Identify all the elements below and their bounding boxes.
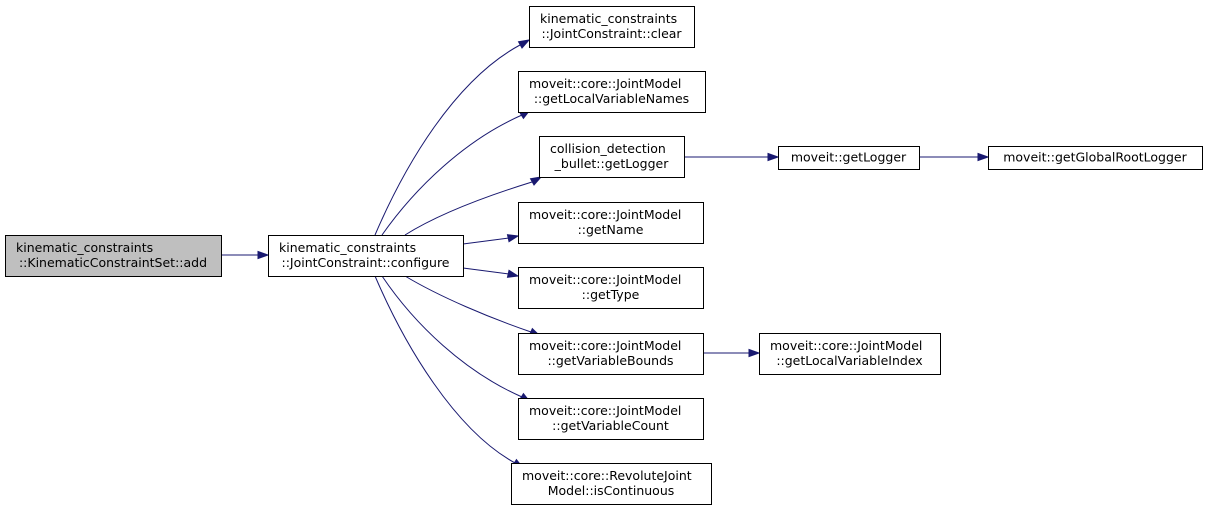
node-add[interactable]: kinematic_constraints::KinematicConstrai…: [5, 235, 222, 277]
node-label-line: ::KinematicConstraintSet::add: [19, 255, 207, 270]
node-isContinuous[interactable]: moveit::core::RevoluteJointModel::isCont…: [511, 463, 712, 505]
node-label-line: ::getType: [582, 287, 640, 302]
node-getType[interactable]: moveit::core::JointModel::getType: [518, 267, 704, 309]
node-label-line: moveit::core::JointModel: [529, 338, 681, 353]
node-box: [511, 463, 712, 505]
call-graph-nodes: kinematic_constraints::KinematicConstrai…: [5, 6, 1203, 505]
node-label-line: kinematic_constraints: [279, 240, 416, 255]
edge-configure-to-getLogger_bullet: [404, 176, 543, 236]
node-getLocalVariableIndex[interactable]: moveit::core::JointModel::getLocalVariab…: [759, 333, 941, 375]
edge-getLogger_bullet-to-getLogger: [684, 152, 780, 162]
node-getLogger_bullet[interactable]: collision_detection_bullet::getLogger: [539, 136, 685, 178]
node-getName[interactable]: moveit::core::JointModel::getName: [518, 202, 704, 244]
edge-add-to-configure: [221, 250, 270, 260]
node-clear[interactable]: kinematic_constraints::JointConstraint::…: [529, 6, 695, 48]
edge-configure-to-isContinuous: [374, 275, 525, 469]
edge-line: [462, 267, 510, 275]
node-label-line: moveit::getGlobalRootLogger: [1003, 150, 1187, 165]
arrowhead: [517, 39, 531, 49]
node-label-line: ::getVariableBounds: [547, 353, 673, 368]
arrowhead: [529, 176, 543, 186]
node-box: [529, 6, 695, 48]
edge-configure-to-clear: [374, 39, 531, 236]
node-label-line: kinematic_constraints: [540, 11, 677, 26]
node-label-line: moveit::core::JointModel: [770, 338, 922, 353]
edge-getLogger-to-getGlobalRootLogger: [919, 152, 990, 162]
node-box: [759, 333, 941, 375]
node-label-line: moveit::core::RevoluteJoint: [522, 468, 692, 483]
arrowhead: [257, 250, 270, 260]
node-getLogger[interactable]: moveit::getLogger: [778, 146, 920, 170]
node-label-line: moveit::core::JointModel: [529, 76, 681, 91]
edge-configure-to-getVariableCount: [381, 275, 532, 403]
node-box: [988, 146, 1203, 170]
node-label-line: collision_detection: [550, 141, 666, 156]
node-getVariableCount[interactable]: moveit::core::JointModel::getVariableCou…: [518, 398, 704, 440]
arrowhead: [506, 269, 520, 278]
edge-configure-to-getName: [462, 234, 520, 245]
node-getGlobalRootLogger[interactable]: moveit::getGlobalRootLogger: [988, 146, 1203, 170]
node-getVariableBounds[interactable]: moveit::core::JointModel::getVariableBou…: [518, 333, 704, 375]
node-label-line: moveit::core::JointModel: [529, 403, 681, 418]
arrowhead: [506, 234, 520, 243]
arrowhead: [748, 348, 761, 358]
node-box: [518, 71, 706, 113]
node-label-line: Model::isContinuous: [548, 483, 675, 498]
edge-line: [374, 44, 521, 236]
node-label-line: ::JointConstraint::clear: [541, 26, 682, 41]
arrowhead: [767, 152, 780, 162]
node-box: [5, 235, 222, 277]
edge-line: [381, 275, 523, 398]
node-box: [778, 146, 920, 170]
edge-configure-to-getLocalVariableNames: [381, 109, 532, 236]
call-graph-edges: [221, 39, 990, 469]
node-label-line: moveit::core::JointModel: [529, 272, 681, 287]
node-box: [518, 202, 704, 244]
node-label-line: ::getLocalVariableNames: [534, 91, 689, 106]
edge-line: [404, 181, 533, 236]
edge-line: [381, 114, 523, 236]
node-box: [268, 235, 464, 277]
node-box: [518, 398, 704, 440]
edge-configure-to-getType: [462, 267, 520, 278]
edge-getVariableBounds-to-getLocalVariableIndex: [703, 348, 761, 358]
node-configure[interactable]: kinematic_constraints::JointConstraint::…: [268, 235, 464, 277]
edge-line: [374, 275, 516, 464]
node-label-line: ::getName: [578, 222, 644, 237]
node-label-line: _bullet::getLogger: [554, 156, 670, 171]
node-box: [539, 136, 685, 178]
edge-line: [462, 237, 510, 245]
node-getLocalVariableNames[interactable]: moveit::core::JointModel::getLocalVariab…: [518, 71, 706, 113]
node-box: [518, 333, 704, 375]
node-box: [518, 267, 704, 309]
node-label-line: ::getLocalVariableIndex: [776, 353, 922, 368]
node-label-line: kinematic_constraints: [16, 240, 153, 255]
edge-line: [404, 275, 532, 333]
node-label-line: ::JointConstraint::configure: [281, 255, 449, 270]
node-label-line: ::getVariableCount: [552, 418, 669, 433]
node-label-line: moveit::core::JointModel: [529, 207, 681, 222]
node-label-line: moveit::getLogger: [791, 150, 907, 165]
arrowhead: [977, 152, 990, 162]
